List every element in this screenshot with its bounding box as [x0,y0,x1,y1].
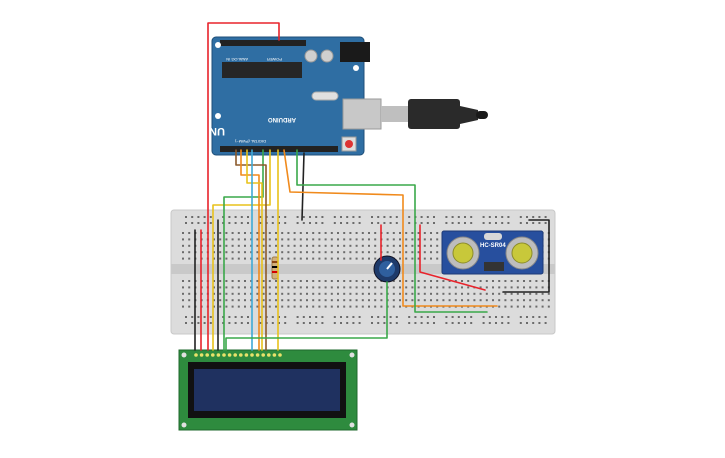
wire-red-5v[interactable] [207,22,280,351]
transducer-right [511,242,533,264]
analog-pins-label: ANALOG IN [226,57,248,62]
reset-button-cap [345,140,353,148]
sensor-crystal [484,233,502,240]
wire-orange-trig[interactable] [283,149,498,307]
wire-orange-1[interactable] [240,149,260,351]
wires[interactable] [194,22,550,351]
header-analog-pins [220,40,276,46]
potentiometer[interactable] [373,255,401,283]
header-power-pins [262,40,306,46]
wire-black-sensor[interactable] [502,219,550,293]
wire-red-sensor[interactable] [419,224,486,291]
usb-cable[interactable] [381,99,488,129]
sensor-model-label: HC-SR04 [480,243,506,249]
lcd-mount-hole [181,422,187,428]
wire-black-gnd[interactable] [301,152,305,221]
capacitor-1 [304,49,318,63]
power-pins-label: POWER [267,57,282,62]
lcd-pin-header [194,353,282,357]
arduino-uno-board[interactable]: UNO ARDUINO DIGITAL (PWM~) ANALOG IN POW… [200,36,382,156]
lcd-display[interactable] [178,349,358,431]
crystal [311,91,339,101]
wire-green-pot[interactable] [225,281,388,351]
wire-brown-1[interactable] [235,149,267,351]
ultrasonic-sensor[interactable]: HC-SR04 [441,230,544,275]
wire-green-lcd[interactable] [223,149,264,351]
wire-yellow-1[interactable] [212,149,271,351]
capacitor-2 [320,49,334,63]
resistor[interactable] [271,256,279,280]
mount-hole [215,113,221,119]
wire-green-echo[interactable] [296,149,488,313]
header-digital-pins [220,146,338,152]
digital-pins-label: DIGITAL (PWM~) [234,139,266,144]
usb-port [342,98,382,130]
wire-yellow-2[interactable] [246,149,263,351]
lcd-screen [194,369,340,411]
arduino-brand-label: ARDUINO [268,116,296,122]
sensor-pin-header [484,262,504,271]
lcd-mount-hole [349,352,355,358]
uno-label: UNO [200,125,225,137]
microcontroller-chip [222,62,302,78]
lcd-mount-hole [181,352,187,358]
lcd-mount-hole [349,422,355,428]
power-jack [340,42,370,62]
mount-hole [215,42,221,48]
transducer-left [452,242,474,264]
mount-hole [353,65,359,71]
